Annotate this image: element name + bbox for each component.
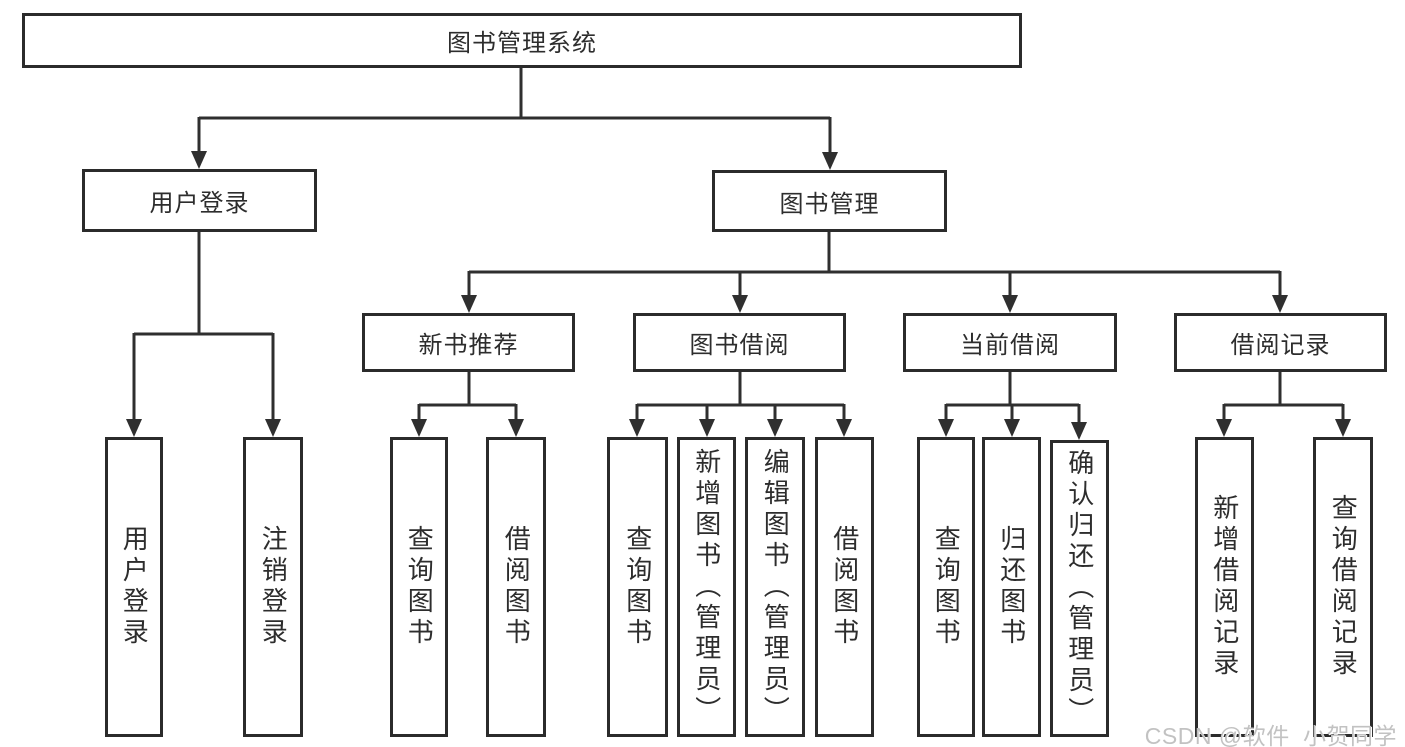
leaf-borrow-books-recommend: 借阅图书 — [486, 437, 546, 737]
leaf-label: 归还图书 — [996, 525, 1027, 649]
leaf-query-borrow-record: 查询借阅记录 — [1313, 437, 1373, 737]
leaf-query-books-current: 查询图书 — [917, 437, 975, 737]
leaf-label: 确认归还（管理员） — [1064, 449, 1095, 728]
leaf-query-books-borrow: 查询图书 — [607, 437, 668, 737]
leaf-label: 注销登录 — [258, 525, 289, 649]
leaf-add-borrow-record: 新增借阅记录 — [1195, 437, 1254, 737]
leaf-label: 新增借阅记录 — [1209, 494, 1240, 680]
leaf-borrow-books: 借阅图书 — [815, 437, 874, 737]
node-user-login: 用户登录 — [82, 169, 317, 232]
connector-current-borrow-to-leaves — [938, 371, 1087, 440]
connector-user-login-to-leaves — [126, 231, 281, 437]
leaf-label: 借阅图书 — [829, 525, 860, 649]
connector-borrow-records-to-leaves — [1216, 371, 1351, 437]
leaf-label: 新增图书（管理员） — [691, 447, 722, 727]
connector-book-borrow-to-leaves — [629, 371, 852, 437]
node-new-book-recommend: 新书推荐 — [362, 313, 575, 372]
leaf-label: 编辑图书（管理员） — [760, 447, 791, 727]
node-book-management: 图书管理 — [712, 170, 947, 232]
leaf-label: 借阅图书 — [501, 525, 532, 649]
leaf-logout: 注销登录 — [243, 437, 303, 737]
leaf-query-books-recommend: 查询图书 — [390, 437, 448, 737]
leaf-label: 用户登录 — [119, 525, 150, 649]
leaf-add-books-admin: 新增图书（管理员） — [677, 437, 736, 737]
leaf-return-books: 归还图书 — [982, 437, 1041, 737]
leaf-edit-books-admin: 编辑图书（管理员） — [745, 437, 805, 737]
connector-new-book-recommend-to-leaves — [411, 371, 524, 437]
leaf-label: 查询借阅记录 — [1328, 494, 1359, 680]
leaf-label: 查询图书 — [404, 525, 435, 649]
leaf-label: 查询图书 — [931, 525, 962, 649]
node-borrow-records: 借阅记录 — [1174, 313, 1387, 372]
connector-root-to-level2 — [191, 68, 838, 170]
csdn-watermark: CSDN @软件_小贺同学 — [1144, 723, 1397, 747]
node-book-borrow: 图书借阅 — [633, 313, 846, 372]
leaf-confirm-return-admin: 确认归还（管理员） — [1050, 440, 1109, 737]
leaf-user-login: 用户登录 — [105, 437, 163, 737]
leaf-label: 查询图书 — [622, 525, 653, 649]
node-library-management-system: 图书管理系统 — [22, 13, 1022, 68]
node-current-borrow: 当前借阅 — [903, 313, 1117, 372]
connector-book-management-to-sections — [461, 231, 1288, 313]
